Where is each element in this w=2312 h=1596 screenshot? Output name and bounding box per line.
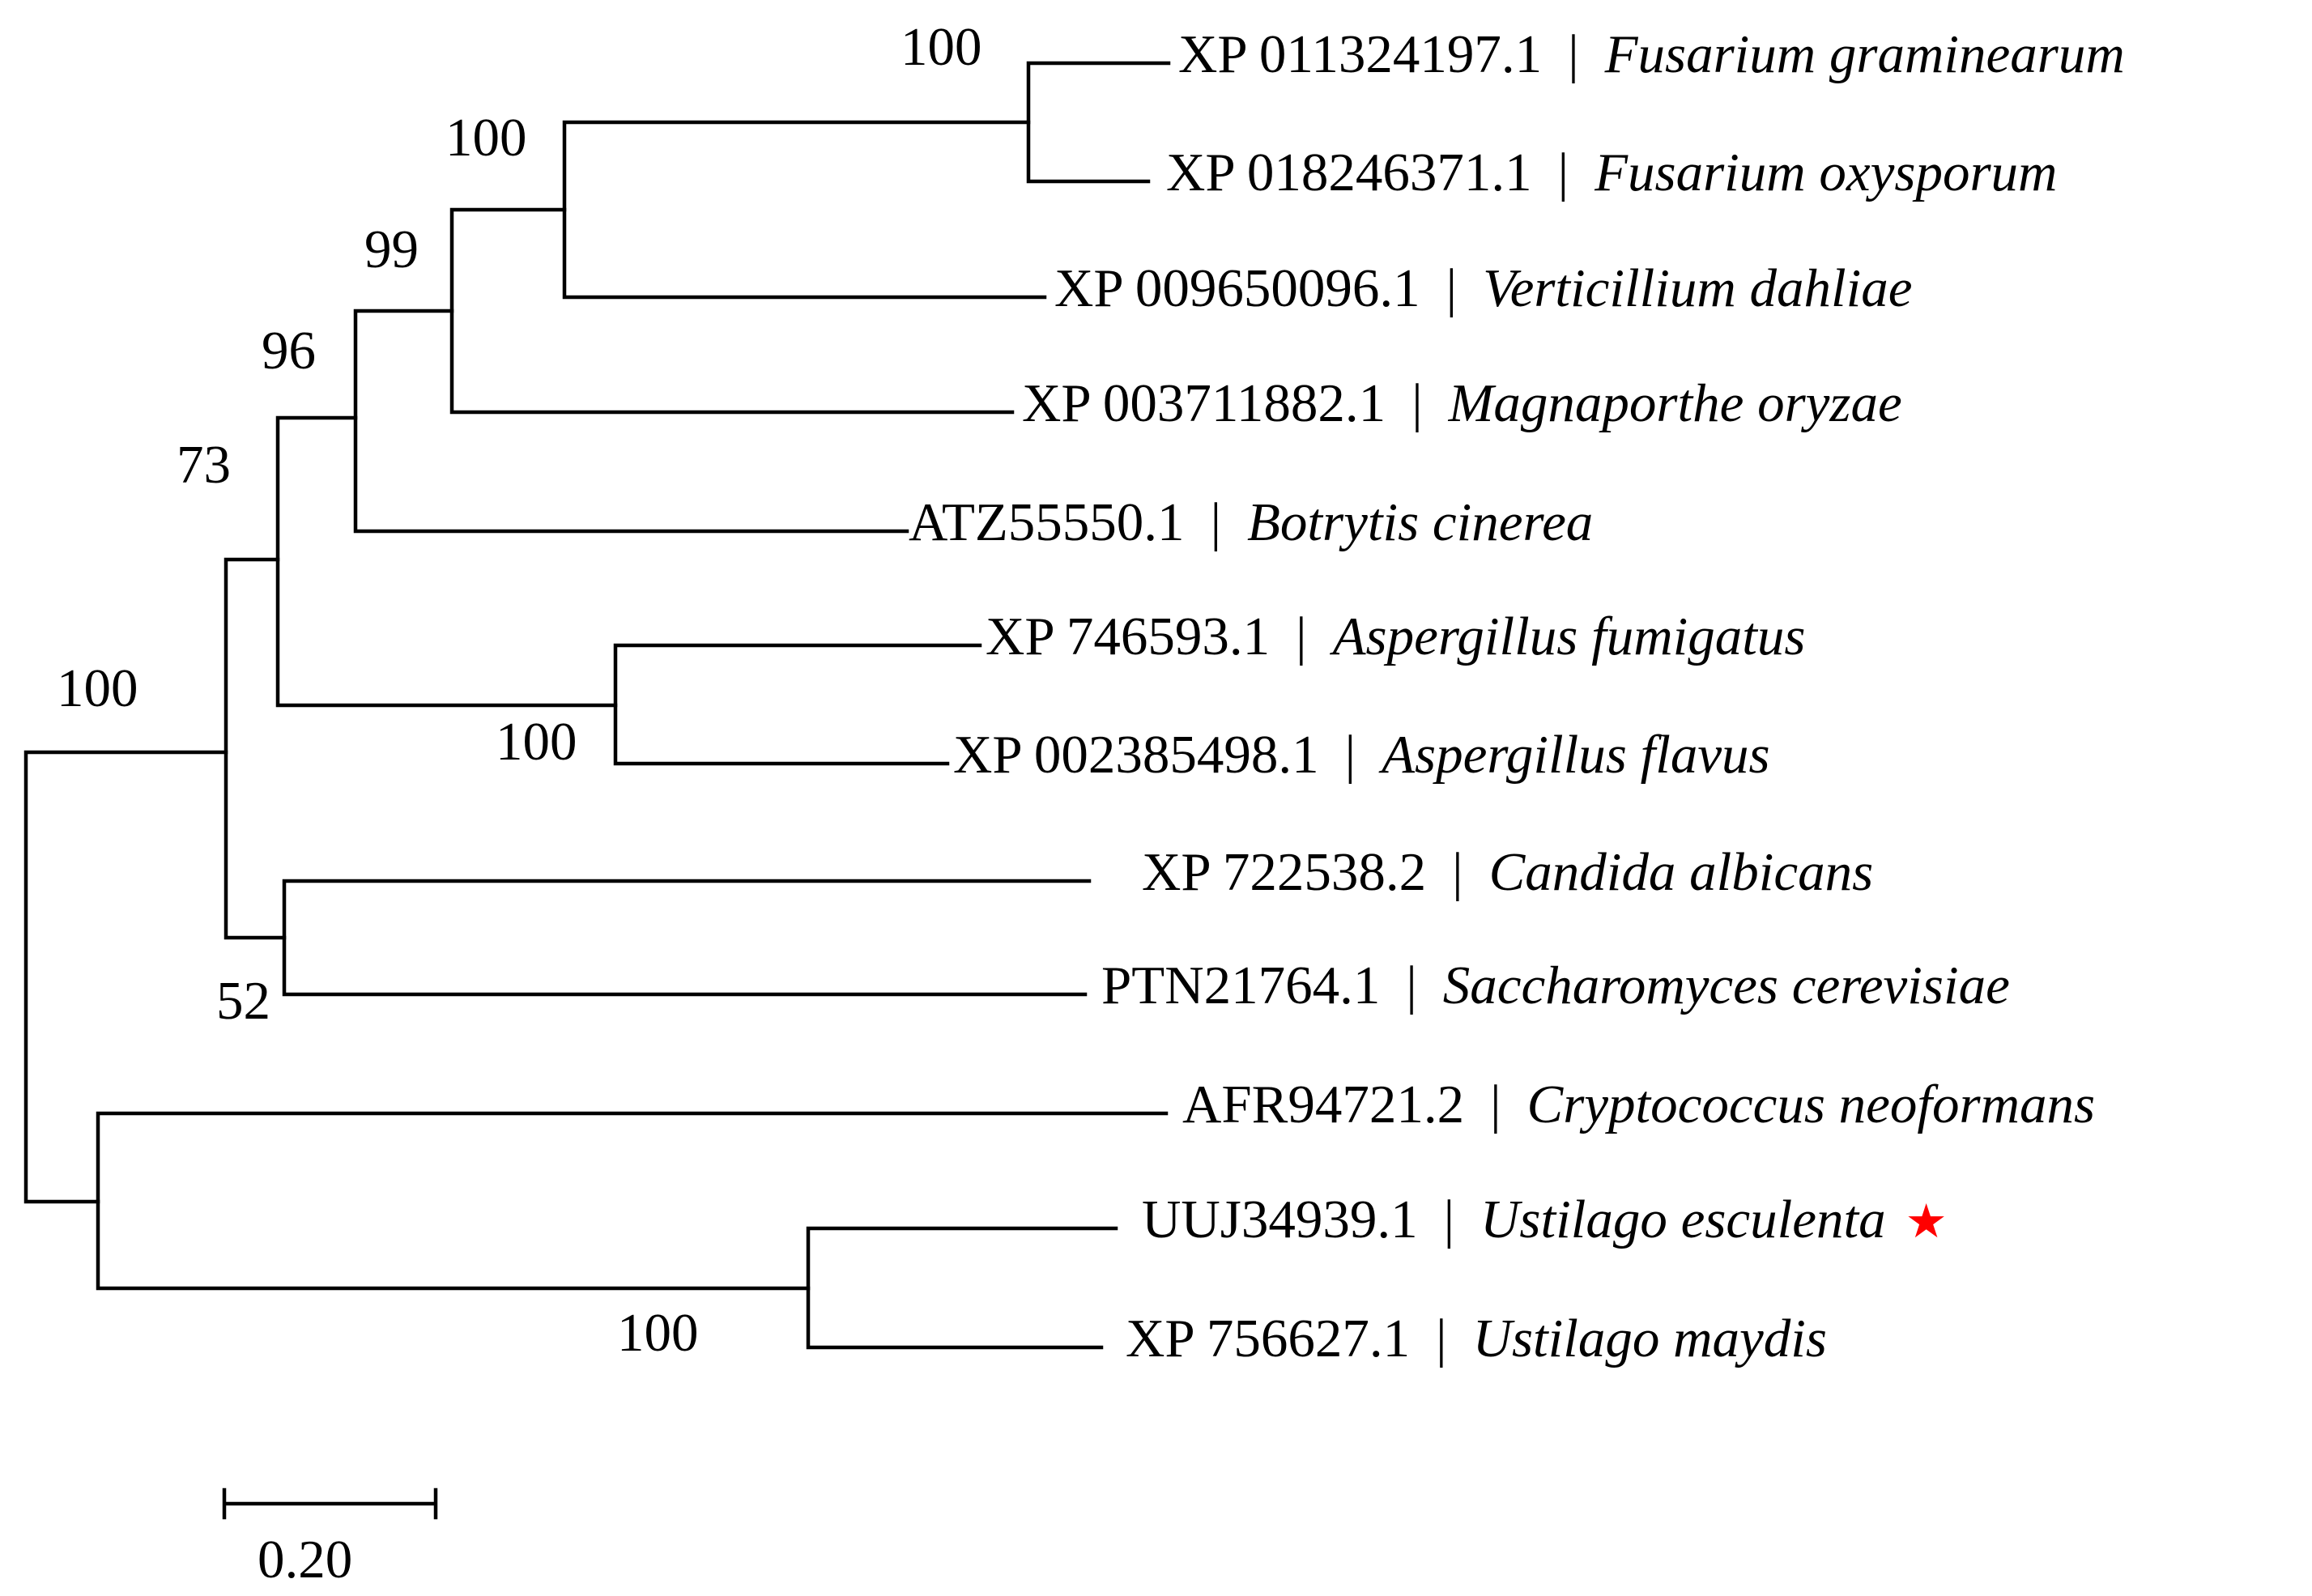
taxon-label: PTN21764.1|Saccharomyces cerevisiae bbox=[1101, 955, 2010, 1015]
taxon-label: XP 011324197.1|Fusarium graminearum bbox=[1178, 24, 2125, 84]
bootstrap-value: 52 bbox=[216, 971, 270, 1031]
taxon-label: XP 009650096.1|Verticillium dahliae bbox=[1054, 258, 1912, 318]
taxon-label: XP 018246371.1|Fusarium oxysporum bbox=[1166, 143, 2057, 202]
taxon-label: AFR94721.2|Cryptococcus neoformans bbox=[1182, 1075, 2095, 1134]
bootstrap-value: 99 bbox=[364, 219, 419, 279]
taxon-label: XP 746593.1|Aspergillus fumigatus bbox=[986, 606, 1805, 666]
star-marker-icon: ★ bbox=[1905, 1194, 1948, 1249]
branch-aspergillus-clade bbox=[613, 643, 982, 766]
taxon-labels: XP 011324197.1|Fusarium graminearum XP 0… bbox=[909, 24, 2125, 1368]
bootstrap-value: 73 bbox=[177, 435, 231, 495]
branch-yeast-clade bbox=[282, 879, 1092, 997]
branch-ustilago-clade bbox=[806, 1226, 1118, 1350]
scale-bar-line bbox=[222, 1487, 438, 1520]
scale-bar: 0.20 bbox=[222, 1487, 438, 1590]
taxon-label: XP 756627.1|Ustilago maydis bbox=[1126, 1309, 1827, 1368]
bootstrap-value: 100 bbox=[901, 17, 982, 77]
branch-node-96 bbox=[353, 309, 909, 534]
taxon-label: XP 722538.2|Candida albicans bbox=[1142, 842, 1873, 902]
branch-node-100-b bbox=[562, 120, 1047, 300]
branch-node-100-asco bbox=[224, 557, 287, 940]
branch-fusarium-clade bbox=[1026, 61, 1171, 184]
bootstrap-value: 100 bbox=[617, 1303, 699, 1363]
scale-bar-label: 0.20 bbox=[258, 1530, 352, 1590]
bootstrap-value: 100 bbox=[445, 108, 527, 168]
branch-node-73 bbox=[275, 415, 618, 708]
bootstrap-value: 100 bbox=[57, 658, 138, 718]
branch-basidio-node bbox=[96, 1111, 1169, 1291]
taxon-label: UUJ34939.1|Ustilago esculenta★ bbox=[1142, 1190, 1948, 1249]
tree-branches bbox=[23, 61, 1171, 1350]
taxon-label: XP 003711882.1|Magnaporthe oryzae bbox=[1022, 373, 1902, 433]
branch-node-99 bbox=[449, 207, 1015, 415]
taxon-label: ATZ55550.1|Botrytis cinerea bbox=[909, 492, 1593, 552]
bootstrap-value: 100 bbox=[496, 712, 577, 772]
branch-root bbox=[23, 750, 228, 1204]
taxon-label: XP 002385498.1|Aspergillus flavus bbox=[953, 725, 1770, 785]
bootstrap-value: 96 bbox=[262, 321, 316, 381]
bootstrap-values: 100 100 99 96 73 100 100 52 100 bbox=[57, 17, 982, 1363]
